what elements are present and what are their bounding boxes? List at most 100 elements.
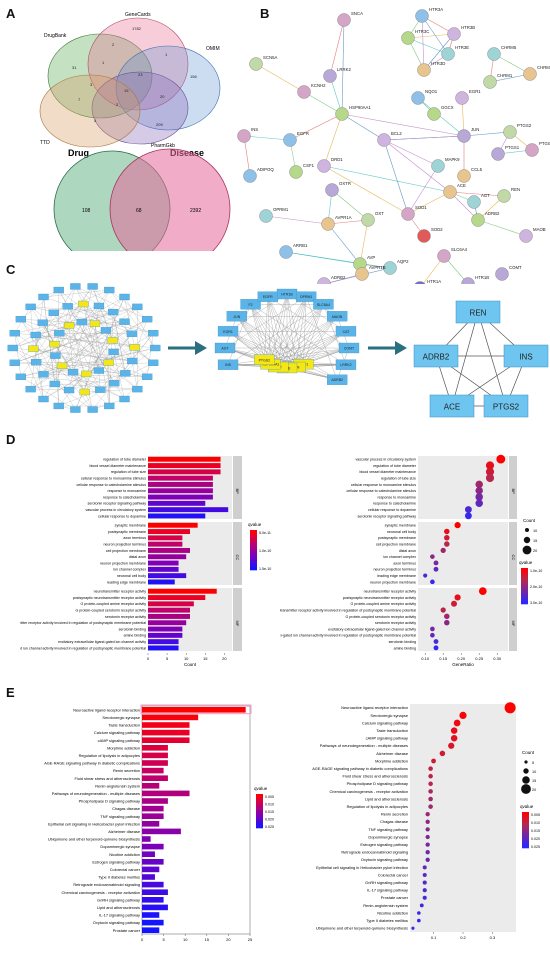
qvalue-legend-swatch <box>521 596 528 599</box>
go-bar <box>148 632 183 638</box>
network-node <box>327 311 348 322</box>
network-node-label: AGT <box>221 347 229 351</box>
size-legend-dot <box>525 528 529 532</box>
qvalue-legend-swatch <box>522 834 529 837</box>
ppi-node <box>337 13 351 27</box>
kegg-dot <box>422 865 427 870</box>
size-legend-dot <box>524 760 528 764</box>
network-edge <box>54 344 85 393</box>
kegg-bar-chart: Neuroactive ligand-receptor interactionS… <box>44 704 274 942</box>
ppi-node-label: CHRM5 <box>501 45 517 50</box>
go-dot <box>433 639 439 644</box>
qvalue-legend-swatch <box>250 553 257 556</box>
network-node <box>15 316 27 323</box>
network-edge <box>92 286 100 307</box>
category-label: excitatory extracellular ligand-gated io… <box>58 640 146 644</box>
ppi-node-label: MAPK9 <box>445 157 460 162</box>
ppi-node <box>457 169 471 183</box>
network-node <box>103 359 114 366</box>
panel-label-b: B <box>260 6 270 21</box>
ppi-node <box>437 249 451 263</box>
category-label: Fluid shear stress and atherosclerosis <box>342 774 408 779</box>
go-dot <box>433 566 439 572</box>
x-tick-label: 0 <box>147 656 150 661</box>
network-node <box>49 340 60 348</box>
ppi-node-label: PTGS2 <box>517 123 532 128</box>
network-edge <box>250 304 347 365</box>
qvalue-legend-swatch <box>250 540 257 542</box>
network-edge <box>286 304 324 369</box>
network-edge <box>36 362 101 390</box>
network-node <box>217 326 239 337</box>
ppi-edge <box>449 191 505 197</box>
network-node <box>38 395 49 403</box>
facet-strip-label: BP <box>235 489 240 495</box>
network-edge <box>250 304 288 369</box>
network-edge <box>33 348 133 362</box>
qvalue-legend-tick: 0.025 <box>531 845 540 849</box>
x-tick-label: 0.15 <box>439 656 448 661</box>
kegg-bar <box>142 790 190 797</box>
go-bar <box>148 482 213 487</box>
qvalue-legend-tick: 1.0e-10 <box>530 569 542 573</box>
kegg-dot <box>439 750 446 757</box>
ppi-node <box>297 85 311 99</box>
kegg-dot <box>422 895 427 900</box>
ppi-node-label: AVP <box>367 255 375 260</box>
ppi-node-label: CCL5 <box>471 167 483 172</box>
ppi-node-label: REN <box>511 187 520 192</box>
qvalue-legend-swatch <box>522 819 529 822</box>
qvalue-legend-tick: 0.020 <box>531 837 540 841</box>
ppi-node-label: HTR3D <box>431 61 445 66</box>
network-node <box>254 354 275 365</box>
x-tick-label: 5 <box>162 937 165 942</box>
network-node <box>148 359 159 366</box>
go-bar <box>148 579 175 585</box>
x-tick-label: 20 <box>222 656 227 661</box>
arrow-icon <box>168 341 207 355</box>
network-edge <box>55 355 59 406</box>
ppi-node-label: LRRK2 <box>337 67 351 72</box>
ppi-node-label: DRD1 <box>331 157 343 162</box>
network-edge <box>54 322 82 385</box>
go-dot <box>475 499 483 507</box>
go-dot <box>451 600 457 607</box>
ppi-node-label: HTR3B <box>461 25 475 30</box>
qvalue-legend-swatch <box>256 826 263 829</box>
ppi-node <box>461 277 475 284</box>
ppi-edge <box>407 165 439 215</box>
ppi-node-label: OPRM1 <box>273 207 289 212</box>
ppi-node <box>411 91 425 105</box>
network-edge <box>98 305 132 334</box>
ppi-node-label: ARRB1 <box>293 243 308 248</box>
ppi-node <box>447 27 461 41</box>
ppi-edge <box>421 15 425 71</box>
network-edge <box>86 340 113 375</box>
go-dot <box>478 587 487 596</box>
qvalue-legend-tick: 1.0e-10 <box>259 549 271 553</box>
go-bar <box>148 595 206 600</box>
kegg-dot <box>428 796 433 802</box>
category-label: neuron projection membrane <box>370 580 416 584</box>
category-label: G protein-coupled amine receptor activit… <box>350 602 416 606</box>
venn-set-label: OMIM <box>206 46 220 52</box>
core-gene-node <box>483 394 529 418</box>
ppi-edge <box>407 33 455 39</box>
network-edge <box>278 293 288 368</box>
ppi-node <box>289 165 303 179</box>
network-edge <box>53 312 87 374</box>
network-edge <box>14 333 44 400</box>
full-network <box>7 283 161 413</box>
network-node <box>313 299 334 310</box>
core-gene-label: PTGS2 <box>493 403 520 412</box>
category-label: leading edge membrane <box>377 574 416 578</box>
network-edge <box>72 372 115 384</box>
ppi-edge <box>329 19 345 77</box>
network-edge <box>270 304 324 365</box>
category-label: neurotransmitter receptor activity invol… <box>280 608 416 612</box>
kegg-bar <box>142 798 168 804</box>
venn-count: 1782 <box>132 26 142 31</box>
go-dot <box>430 579 435 585</box>
ppi-node-label: AVPR1A <box>335 215 352 220</box>
